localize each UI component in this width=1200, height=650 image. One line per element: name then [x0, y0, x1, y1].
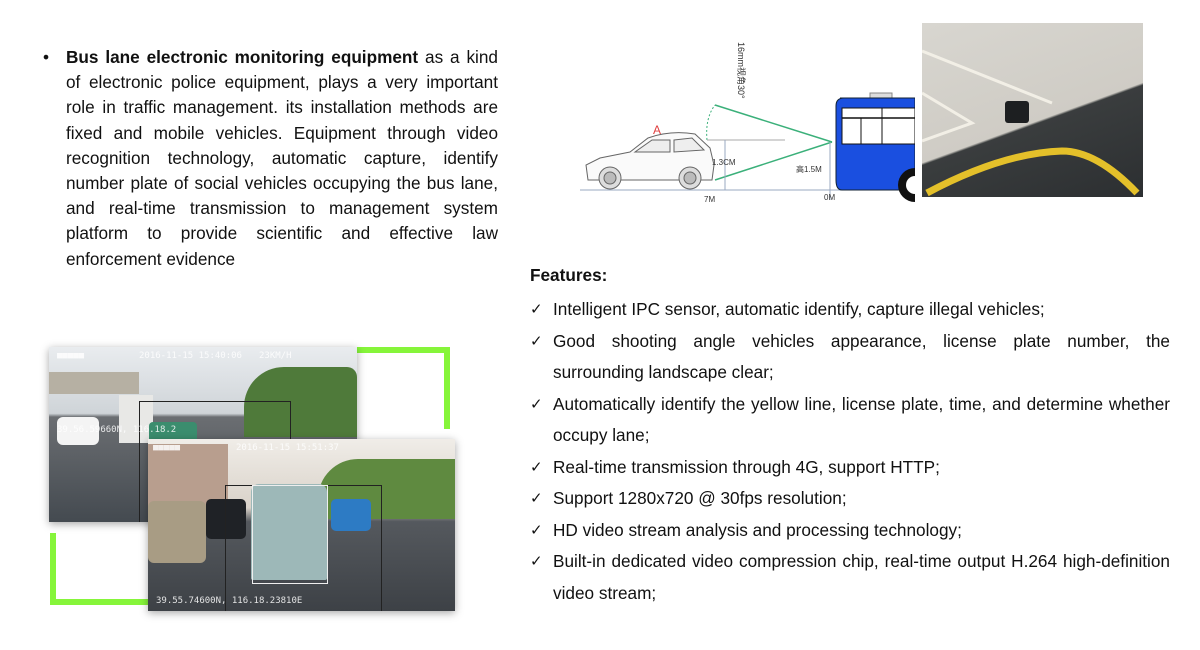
dashboard-scene [922, 49, 1140, 197]
check-icon: ✓ [530, 458, 543, 476]
feature-text: Built-in dedicated video compression chi… [553, 551, 1170, 603]
feature-text: Real-time transmission through 4G, suppo… [553, 456, 940, 477]
bus-height-label: 高1.5M [796, 164, 822, 174]
angle-arc [706, 104, 716, 141]
feature-item: ✓ Support 1280x720 @ 30fps resolution; [530, 483, 1170, 515]
car-illustration [585, 132, 715, 190]
car-height-label: 1.3CM [712, 158, 736, 167]
check-icon: ✓ [530, 553, 543, 570]
photo1-speed: 23KM/H [259, 351, 292, 361]
camera-angle-diagram: A 16mm视角30° 1.3CM 高1.5M 7M 0M [580, 42, 915, 204]
feature-item: ✓ Automatically identify the yellow line,… [530, 389, 1170, 452]
angle-label: 16mm视角30° [736, 42, 747, 99]
feature-item: ✓ Good shooting angle vehicles appearance… [530, 326, 1170, 389]
intro-bold: Bus lane electronic monitoring equipment [66, 47, 419, 67]
distance-0m: 0M [824, 193, 835, 202]
check-icon: ✓ [530, 332, 543, 350]
camera-device [1005, 101, 1029, 123]
distance-7m: 7M [704, 195, 715, 204]
dashboard-camera-photo [922, 23, 1143, 197]
feature-text: HD video stream analysis and processing … [553, 519, 962, 540]
capture-photo-2: ■■■■■ 2016-11-15 15:51:37 39.55.74600N, … [148, 439, 455, 611]
feature-text: Intelligent IPC sensor, automatic identi… [553, 299, 1045, 319]
features-title: Features: [530, 265, 608, 285]
check-icon: ✓ [530, 301, 543, 318]
feature-text: Good shooting angle vehicles appearance,… [553, 330, 1170, 383]
photo1-timestamp: 2016-11-15 15:40:06 [139, 351, 242, 361]
feature-text: Support 1280x720 @ 30fps resolution; [553, 488, 847, 508]
accent-bracket-bottom [50, 599, 150, 605]
check-icon: ✓ [530, 395, 543, 413]
car-label: A [653, 123, 661, 137]
feature-text: Automatically identify the yellow line, … [553, 393, 1170, 446]
accent-bracket-top-side [444, 347, 450, 429]
features-section: Features: ✓ Intelligent IPC sensor, autom… [530, 263, 1170, 609]
intro-paragraph: Bus lane electronic monitoring equipment… [66, 45, 498, 272]
bullet-dot: • [43, 47, 50, 67]
intro-text: as a kind of electronic police equipment… [66, 47, 498, 269]
check-icon: ✓ [530, 490, 543, 507]
photo1-plate-readout: ■■■■■ [57, 351, 85, 361]
photo1-coordinates: 39.56.59660N, 116.18.2 [57, 425, 177, 435]
intro-bullet: • Bus lane electronic monitoring equipme… [43, 45, 498, 272]
check-icon: ✓ [530, 521, 543, 539]
beam-top [714, 104, 833, 143]
feature-item: ✓ Intelligent IPC sensor, automatic ident… [530, 294, 1170, 326]
beam-bottom [714, 141, 833, 181]
bus-illustration [835, 92, 915, 202]
photo2-timestamp: 2016-11-15 15:51:37 [236, 443, 339, 453]
photo2-coordinates: 39.55.74600N, 116.18.23810E [156, 596, 303, 606]
accent-bracket-bottom-side [50, 533, 56, 605]
accent-bracket-top [352, 347, 450, 353]
feature-item: ✓ HD video stream analysis and processing… [530, 515, 1170, 547]
features-list: ✓ Intelligent IPC sensor, automatic ident… [530, 294, 1170, 609]
photo2-plate-readout: ■■■■■ [153, 443, 181, 453]
feature-item: ✓ Built-in dedicated video compression ch… [530, 546, 1170, 609]
feature-item: ✓ Real-time transmission through 4G, supp… [530, 452, 1170, 484]
